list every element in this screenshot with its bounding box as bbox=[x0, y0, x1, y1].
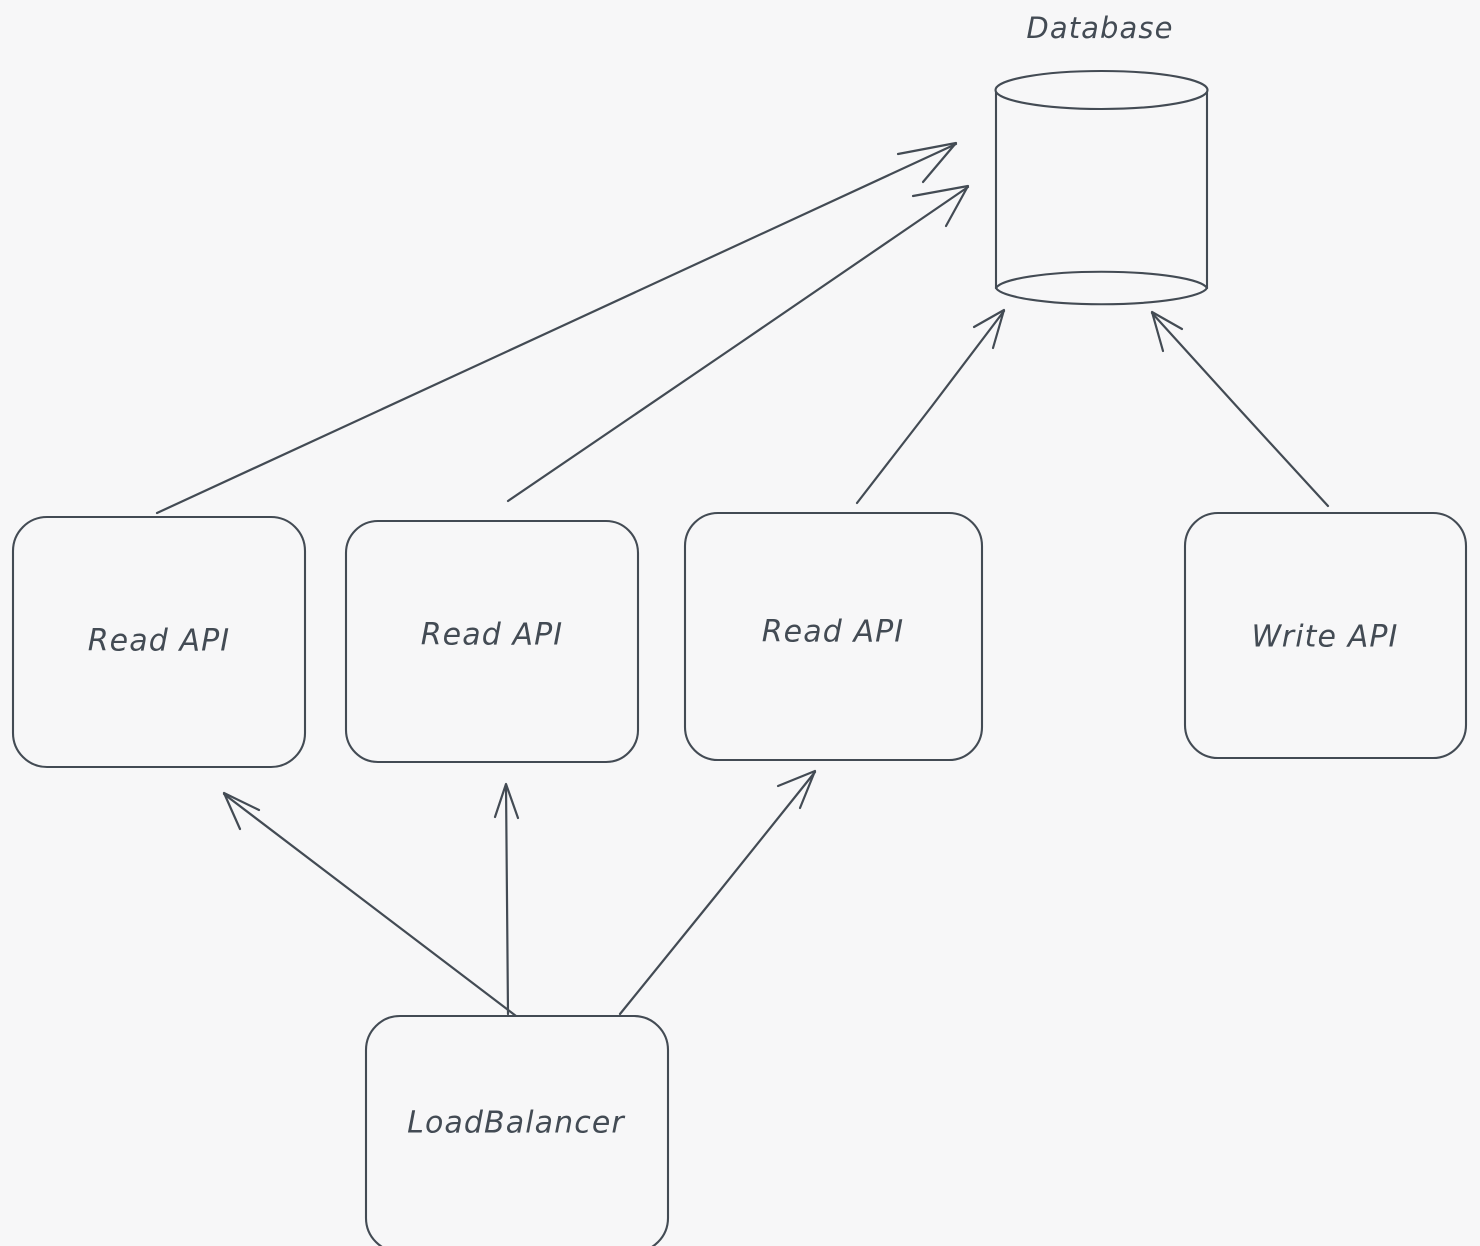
edge-line bbox=[504, 783, 510, 1016]
edge-load-balancer-to-read-api-1[interactable] bbox=[222, 791, 518, 1018]
edge-load-balancer-to-read-api-2[interactable] bbox=[493, 782, 520, 1016]
arrow-head-icon bbox=[896, 141, 958, 184]
node-box bbox=[364, 1014, 670, 1246]
cylinder-bottom-arc bbox=[994, 286, 1209, 306]
edge-line bbox=[855, 309, 1006, 505]
node-read-api-1[interactable]: Read API bbox=[11, 515, 307, 769]
arrow-head-icon bbox=[972, 308, 1006, 350]
node-layer: Read API Read API Read API Write API Loa… bbox=[11, 11, 1468, 1246]
edge-line bbox=[222, 792, 518, 1018]
database-title-label: Database bbox=[1026, 11, 1173, 45]
cylinder-top-ellipse bbox=[994, 69, 1209, 111]
edge-read-api-3-to-database[interactable] bbox=[855, 308, 1006, 505]
edge-write-api-to-database[interactable] bbox=[1150, 310, 1330, 508]
node-load-balancer[interactable]: LoadBalancer bbox=[364, 1014, 670, 1246]
edge-read-api-2-to-database[interactable] bbox=[506, 184, 970, 503]
node-label: Read API bbox=[421, 618, 564, 653]
node-box bbox=[11, 515, 307, 769]
node-label: LoadBalancer bbox=[407, 1106, 625, 1141]
edge-read-api-1-to-database[interactable] bbox=[155, 141, 958, 515]
edge-line bbox=[1150, 311, 1330, 508]
node-box bbox=[344, 519, 640, 764]
edge-load-balancer-to-read-api-3[interactable] bbox=[618, 769, 817, 1016]
node-label: Read API bbox=[88, 624, 231, 659]
node-label: Read API bbox=[762, 615, 905, 650]
node-read-api-3[interactable]: Read API bbox=[683, 511, 984, 762]
arrow-head-icon bbox=[911, 184, 970, 228]
node-box bbox=[1183, 511, 1468, 760]
edge-line bbox=[618, 770, 817, 1016]
arrow-head-icon bbox=[493, 782, 520, 820]
node-read-api-2[interactable]: Read API bbox=[344, 519, 640, 764]
arrow-head-icon bbox=[776, 769, 817, 810]
cylinder-bottom-back-arc bbox=[994, 270, 1209, 290]
node-label: Write API bbox=[1252, 620, 1399, 655]
node-database[interactable]: Database bbox=[994, 11, 1209, 306]
node-write-api[interactable]: Write API bbox=[1183, 511, 1468, 760]
node-box bbox=[683, 511, 984, 762]
arrow-head-icon bbox=[222, 791, 261, 831]
edge-layer bbox=[155, 141, 1330, 1018]
edge-line bbox=[506, 185, 970, 503]
arrow-head-icon bbox=[1150, 310, 1184, 353]
edge-line bbox=[155, 142, 958, 515]
